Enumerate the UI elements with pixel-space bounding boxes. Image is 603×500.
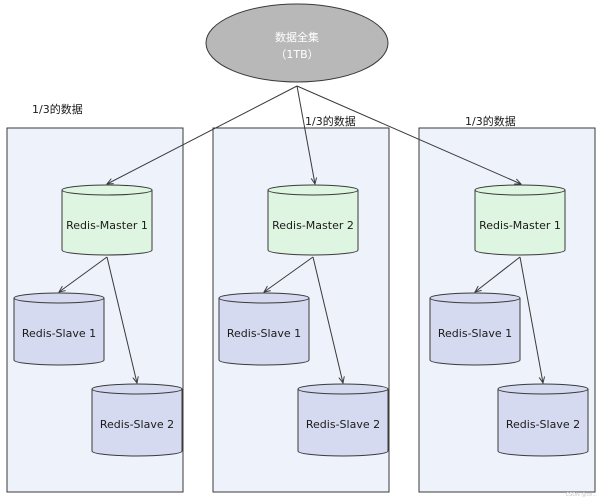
slave-label-3a: Redis-Slave 1: [438, 327, 512, 340]
arrow-master-2-to-slave-2b: [312, 256, 343, 383]
shard-label-2: 1/3的数据: [305, 114, 356, 128]
slave-node-1b: Redis-Slave 2: [91, 383, 183, 457]
slave-node-3a: Redis-Slave 1: [429, 292, 521, 366]
slave-label-2b: Redis-Slave 2: [306, 418, 380, 431]
master-node-3: Redis-Master 1: [474, 184, 566, 256]
arrow-master-3-to-slave-3a: [475, 256, 521, 292]
master-label-3: Redis-Master 1: [479, 219, 561, 232]
root-size: （1TB）: [275, 48, 318, 61]
master-node-2: Redis-Master 2: [267, 184, 359, 256]
root-dataset-node: 数据全集 （1TB）: [205, 3, 389, 83]
slave-label-3b: Redis-Slave 2: [506, 418, 580, 431]
arrow-root-to-master-1: [107, 85, 298, 184]
slave-label-1b: Redis-Slave 2: [100, 418, 174, 431]
master-label-1: Redis-Master 1: [66, 219, 148, 232]
arrow-master-3-to-slave-3b: [519, 256, 543, 383]
master-node-1: Redis-Master 1: [61, 184, 153, 256]
arrow-master-1-to-slave-1b: [106, 256, 137, 383]
watermark: CSDN @ce...: [566, 492, 598, 498]
slave-node-2b: Redis-Slave 2: [297, 383, 389, 457]
slave-node-2a: Redis-Slave 1: [218, 292, 310, 366]
slave-label-2a: Redis-Slave 1: [227, 327, 301, 340]
root-title: 数据全集: [275, 30, 319, 44]
arrow-master-1-to-slave-1a: [59, 256, 108, 292]
arrow-master-2-to-slave-2a: [264, 256, 314, 292]
shard-label-3: 1/3的数据: [465, 114, 516, 128]
slave-node-1a: Redis-Slave 1: [13, 292, 105, 366]
slave-label-1a: Redis-Slave 1: [22, 327, 96, 340]
arrow-root-to-master-2: [296, 85, 315, 184]
slave-node-3b: Redis-Slave 2: [497, 383, 589, 457]
master-label-2: Redis-Master 2: [272, 219, 354, 232]
shard-label-1: 1/3的数据: [32, 102, 83, 116]
arrow-root-to-master-3: [296, 85, 521, 184]
